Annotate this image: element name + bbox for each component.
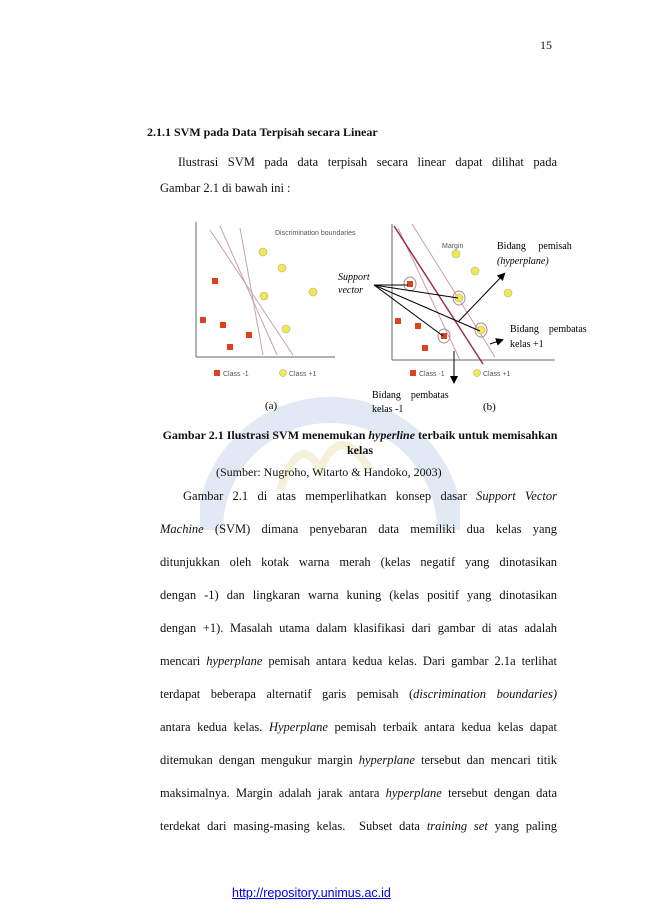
class-pos-point bbox=[277, 263, 287, 273]
support-vector-label: vector bbox=[338, 285, 363, 296]
class-neg-point bbox=[246, 332, 252, 338]
support-vector-label: Support bbox=[338, 272, 370, 283]
body-line: Machine (SVM) dimana penyebaran data mem… bbox=[160, 522, 557, 537]
class-neg-point bbox=[220, 322, 226, 328]
support-vector-ring bbox=[452, 290, 466, 306]
class-pos-point bbox=[281, 324, 291, 334]
class-neg-point bbox=[422, 345, 428, 351]
body-line: maksimalnya. Margin adalah jarak antara … bbox=[160, 786, 557, 801]
annotation-arrows bbox=[373, 272, 506, 384]
boundary-pos-arrow bbox=[489, 338, 504, 346]
italic-term: Support Vector bbox=[476, 489, 557, 503]
class-neg-point bbox=[227, 344, 233, 350]
boundary-pos-label: kelas +1 bbox=[510, 339, 544, 350]
body-text: terdekat dari masing-masing kelas. Subse… bbox=[160, 819, 427, 833]
panel-a-label: (a) bbox=[265, 400, 278, 412]
hyperplane-arrow bbox=[457, 272, 506, 323]
boundary-line bbox=[219, 225, 278, 356]
legend-class-neg: Class -1 bbox=[419, 371, 445, 378]
italic-term: hyperplane bbox=[385, 786, 442, 800]
panel-b: Margin Class -1 Class +1 (b) Support vec… bbox=[338, 223, 587, 415]
caption-text: Gambar 2.1 Ilustrasi SVM menemukan bbox=[162, 428, 369, 442]
italic-term: hyperplane bbox=[358, 753, 415, 767]
pointer-line bbox=[373, 284, 459, 299]
body-text: dengan -1) dan lingkaran warna kuning (k… bbox=[160, 588, 557, 602]
intro-line: Gambar 2.1 di bawah ini : bbox=[160, 181, 291, 195]
italic-term: Machine bbox=[160, 522, 204, 536]
boundary-neg-label: Bidang pembatas bbox=[372, 390, 449, 401]
body-text: tersebut dengan data bbox=[441, 786, 558, 800]
body-line: mencari hyperplane pemisah antara kedua … bbox=[160, 654, 557, 669]
page-number: 15 bbox=[540, 38, 552, 52]
body-text: antara kedua kelas. bbox=[160, 720, 269, 734]
svm-figure: Discrimination boundaries Class -1 Class… bbox=[195, 222, 587, 415]
pointer-line bbox=[373, 284, 444, 337]
class-neg-point bbox=[200, 317, 206, 323]
legend-class-neg: Class -1 bbox=[223, 371, 249, 378]
class-neg-point bbox=[395, 318, 401, 324]
class-pos-point bbox=[451, 249, 461, 259]
body-text: terdapat beberapa alternatif garis pemis… bbox=[160, 687, 414, 701]
body-line: ditemukan dengan mengukur margin hyperpl… bbox=[160, 753, 557, 768]
figure-caption: Gambar 2.1 Ilustrasi SVM menemukan hyper… bbox=[150, 428, 570, 458]
class-pos-point bbox=[259, 291, 269, 301]
class-pos-point bbox=[258, 247, 268, 257]
hyperplane-label: (hyperplane) bbox=[497, 256, 549, 267]
body-line: terdapat beberapa alternatif garis pemis… bbox=[160, 687, 557, 702]
support-vector-ring bbox=[437, 328, 451, 344]
italic-term: training set bbox=[426, 819, 488, 833]
university-watermark-icon bbox=[197, 340, 463, 545]
legend-class-pos-marker bbox=[473, 369, 481, 377]
class-neg-point bbox=[415, 323, 421, 329]
italic-term: discrimination boundaries) bbox=[413, 687, 557, 701]
italic-term: Hyperplane bbox=[268, 720, 328, 734]
hyperplane-label: Bidang pemisah bbox=[497, 241, 572, 252]
body-line: dengan +1). Masalah utama dalam klasifik… bbox=[160, 621, 557, 636]
boundary-line bbox=[239, 227, 264, 356]
legend-class-pos: Class +1 bbox=[289, 371, 317, 378]
figure-source: (Sumber: Nugroho, Witarto & Handoko, 200… bbox=[216, 465, 442, 479]
body-text: maksimalnya. Margin adalah jarak antara bbox=[160, 786, 386, 800]
caption-text: terbaik untuk memisahkan kelas bbox=[346, 428, 558, 457]
body-text: ditemukan dengan mengukur margin bbox=[160, 753, 359, 767]
body-text: Gambar 2.1 di atas memperlihatkan konsep… bbox=[183, 489, 477, 503]
body-text: mencari bbox=[160, 654, 207, 668]
class-pos-point bbox=[470, 266, 480, 276]
body-text: ditunjukkan oleh kotak warna merah (kela… bbox=[160, 555, 557, 569]
class-pos-point bbox=[503, 288, 513, 298]
body-text: dengan +1). Masalah utama dalam klasifik… bbox=[160, 621, 557, 635]
boundary-neg-label: kelas -1 bbox=[372, 404, 403, 415]
class-neg-point bbox=[407, 281, 413, 287]
caption-italic: hyperline bbox=[368, 428, 416, 442]
class-neg-point bbox=[212, 278, 218, 284]
class-neg-point bbox=[441, 333, 447, 339]
panel-a-title: Discrimination boundaries bbox=[275, 230, 356, 237]
pointer-line bbox=[373, 284, 481, 332]
body-line: ditunjukkan oleh kotak warna merah (kela… bbox=[160, 555, 557, 570]
repository-link[interactable]: http://repository.unimus.ac.id bbox=[232, 886, 391, 900]
panel-a: Discrimination boundaries Class -1 Class… bbox=[195, 222, 356, 412]
body-line: dengan -1) dan lingkaran warna kuning (k… bbox=[160, 588, 557, 603]
body-text: yang paling bbox=[487, 819, 558, 833]
body-line: terdekat dari masing-masing kelas. Subse… bbox=[160, 819, 557, 834]
boundary-pos-label: Bidang pembatas bbox=[510, 324, 587, 335]
class-pos-point bbox=[308, 287, 318, 297]
italic-term: hyperplane bbox=[206, 654, 263, 668]
legend-class-neg-marker bbox=[410, 370, 416, 376]
legend-class-neg-marker bbox=[214, 370, 220, 376]
legend-class-pos: Class +1 bbox=[483, 371, 511, 378]
body-text: pemisah antara kedua kelas. Dari gambar … bbox=[262, 654, 557, 668]
panel-b-label: (b) bbox=[483, 401, 496, 413]
margin-line-pos bbox=[411, 223, 496, 358]
legend-class-pos-marker bbox=[279, 369, 287, 377]
intro-line: Ilustrasi SVM pada data terpisah secara … bbox=[178, 155, 557, 169]
body-line: antara kedua kelas. Hyperplane pemisah t… bbox=[160, 720, 557, 735]
body-text: (SVM) dimana penyebaran data memiliki du… bbox=[203, 522, 557, 536]
section-heading: 2.1.1 SVM pada Data Terpisah secara Line… bbox=[147, 125, 378, 139]
panel-b-title: Margin bbox=[442, 243, 464, 250]
support-vector-ring bbox=[474, 322, 488, 338]
body-line: Gambar 2.1 di atas memperlihatkan konsep… bbox=[183, 489, 557, 504]
body-text: tersebut dan mencari titik bbox=[414, 753, 557, 767]
body-text: pemisah terbaik antara kedua kelas dapat bbox=[327, 720, 557, 734]
